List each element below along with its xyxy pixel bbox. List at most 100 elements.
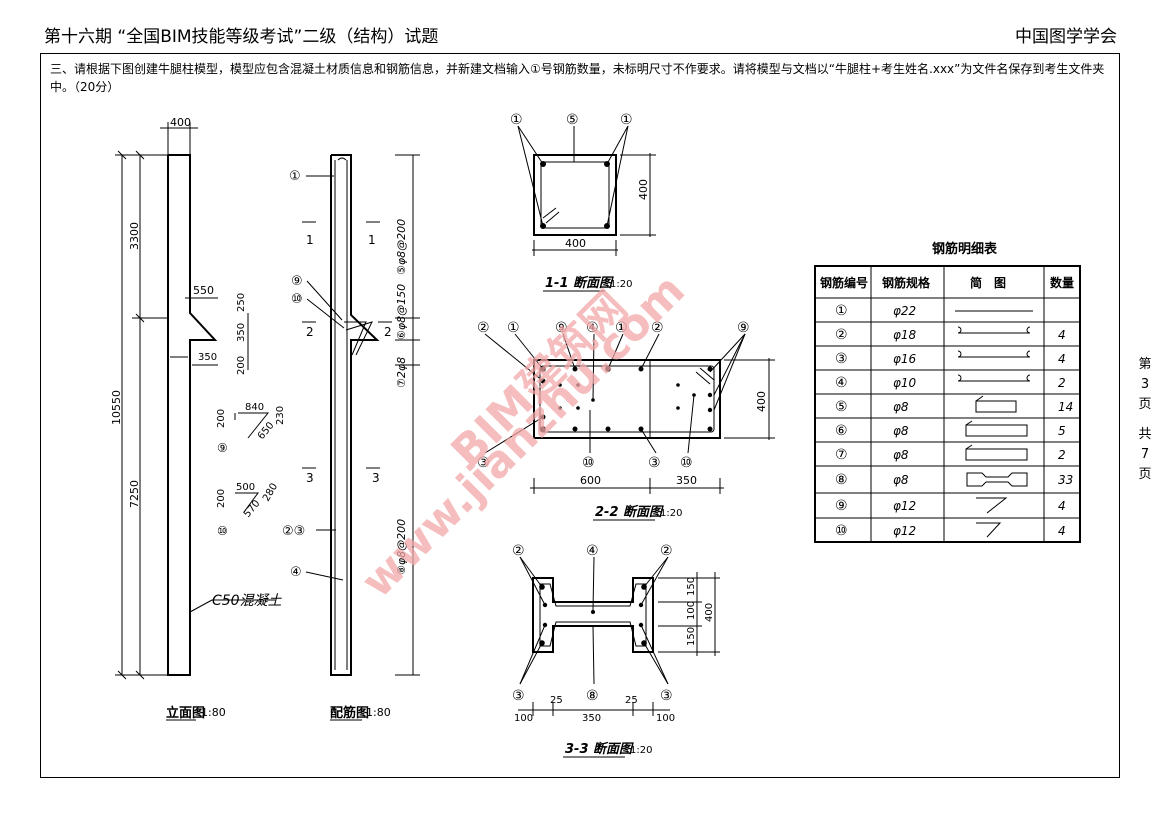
rebar-label-4: ④ <box>290 565 302 580</box>
s3-dim-r2: 150 <box>686 627 697 646</box>
s3-label-2b: ② <box>660 543 673 559</box>
s1-width: 400 <box>565 237 586 250</box>
s3-title: 3-3 断面图 <box>565 741 634 757</box>
s2-w2: 350 <box>676 474 697 487</box>
table-row-qty: 4 <box>1058 524 1066 538</box>
table-row-id: ⑥ <box>835 423 848 439</box>
table-row-qty: 4 <box>1058 352 1066 366</box>
table-header-shape: 简 图 <box>970 275 1006 290</box>
page-char: 共 <box>1138 427 1152 442</box>
page-char: 第 <box>1138 357 1152 372</box>
stirrup-6: ⑥φ8@150 <box>395 284 408 340</box>
table-row-spec: φ8 <box>893 400 909 414</box>
rebar-label-1: ① <box>289 169 301 184</box>
dim-top: 400 <box>170 116 191 129</box>
s3-dim-b4: 100 <box>656 713 675 724</box>
table-row-qty: 2 <box>1058 376 1066 390</box>
table-title: 钢筋明细表 <box>932 241 998 257</box>
dim-bracket-h2: 350 <box>236 323 247 342</box>
s2-title: 2-2 断面图 <box>595 504 664 520</box>
table-row-id: ⑤ <box>835 399 848 415</box>
table-row-spec: φ8 <box>893 424 909 438</box>
exam-title: 第十六期 “全国BIM技能等级考试”二级（结构）试题 <box>44 27 439 47</box>
page-char: 页 <box>1138 467 1152 482</box>
page-indicator: 第 3 页 共 7 页 <box>1138 355 1152 485</box>
table-row-id: ④ <box>835 375 848 391</box>
table-row-id: ① <box>835 303 848 319</box>
s2-label-4: ④ <box>586 320 599 336</box>
table-row-qty: 33 <box>1058 473 1073 487</box>
table-row-spec: φ18 <box>893 328 917 342</box>
page-total: 7 <box>1140 447 1150 462</box>
section-2-2: ② ① ⑨ ④ ① ② ⑨ ③ ⑩ ③ ⑩ 600 350 400 2-2 断面… <box>477 320 775 521</box>
s3-label-3a: ③ <box>512 688 525 704</box>
page-char: 页 <box>1138 397 1152 412</box>
drawing-frame <box>40 53 1120 778</box>
table-row-spec: φ10 <box>893 376 917 390</box>
s1-title: 1-1 断面图 <box>545 275 614 291</box>
s2-label-1a: ① <box>507 320 520 336</box>
s3-label-8: ⑧ <box>586 688 599 704</box>
s1-label-b: ⑤ <box>566 112 579 128</box>
rebar-label-9: ⑨ <box>291 274 303 289</box>
s3-label-3b: ③ <box>660 688 673 704</box>
table-row-spec: φ16 <box>893 352 917 366</box>
s2-label-10b: ⑩ <box>680 455 693 471</box>
reinforcement-scale: 1:80 <box>366 706 391 719</box>
s1-height: 400 <box>637 179 650 200</box>
stirrup-7: ⑦2φ8 <box>395 357 408 388</box>
table-row-id: ③ <box>835 351 848 367</box>
dim-bracket-h3: 200 <box>236 356 247 375</box>
table-row-id: ⑩ <box>835 523 848 539</box>
reinforcement-title: 配筋图 <box>330 705 369 721</box>
s2-label-3b: ③ <box>648 455 661 471</box>
section-mark-3a: 3 <box>306 471 314 485</box>
dim-upper: 3300 <box>128 222 141 250</box>
s2-label-9b: ⑨ <box>737 320 750 336</box>
s3-dim-b3: 25 <box>625 695 638 706</box>
s3-scale: 1:20 <box>630 745 652 756</box>
section-mark-1a: 1 <box>306 233 314 247</box>
table-row-id: ② <box>835 327 848 343</box>
organizer-name: 中国图学学会 <box>1015 27 1117 47</box>
stirrup-5: ⑤φ8@200 <box>395 219 408 275</box>
bar10-b: 280 <box>261 481 280 503</box>
elevation-scale: 1:80 <box>201 706 226 719</box>
elevation-title: 立面图 <box>166 705 205 721</box>
s2-w1: 600 <box>580 474 601 487</box>
section-1-1: ① ⑤ ① 400 400 1-1 断面图 1:20 <box>510 112 656 292</box>
bar9-b: 230 <box>275 406 286 425</box>
s2-label-1b: ① <box>615 320 628 336</box>
section-mark-2b: 2 <box>384 325 392 339</box>
section-mark-1b: 1 <box>368 233 376 247</box>
table-row-qty: 14 <box>1058 400 1073 414</box>
rebar-label-2-3: ②③ <box>282 524 305 539</box>
stirrup-8: ⑧φ8@200 <box>395 519 408 575</box>
table-row-spec: φ8 <box>893 448 909 462</box>
s2-label-3a: ③ <box>477 455 490 471</box>
table-row-qty: 4 <box>1058 499 1066 513</box>
s3-dim-b1: 25 <box>550 695 563 706</box>
section-3-3: ② ④ ② ③ ⑧ ③ 100 25 350 25 100 150 100 15… <box>512 543 720 758</box>
s3-dim-r1: 100 <box>686 601 697 620</box>
dim-lower: 7250 <box>128 480 141 508</box>
bar10-a: 500 <box>236 482 255 493</box>
table-row-id: ⑦ <box>835 447 848 463</box>
table-row-qty: 4 <box>1058 328 1066 342</box>
table-row-id: ⑧ <box>835 472 848 488</box>
bar9-a: 840 <box>245 402 264 413</box>
s2-label-10a: ⑩ <box>582 455 595 471</box>
s3-label-2a: ② <box>512 543 525 559</box>
s3-dim-b2: 350 <box>582 713 601 724</box>
table-row-spec: φ12 <box>893 499 916 513</box>
elevation-view: 400 3300 10550 7250 550 250 350 200 350 … <box>110 116 286 721</box>
dim-total: 10550 <box>110 390 123 425</box>
table-row-spec: φ8 <box>893 473 909 487</box>
bar9-d: 200 <box>216 409 227 428</box>
dim-bracket-w2: 350 <box>198 352 217 363</box>
s3-dim-r0: 150 <box>686 577 697 596</box>
material-label: C50混凝土 <box>212 593 283 609</box>
bar10-c: 570 <box>242 498 263 520</box>
section-mark-3b: 3 <box>372 471 380 485</box>
